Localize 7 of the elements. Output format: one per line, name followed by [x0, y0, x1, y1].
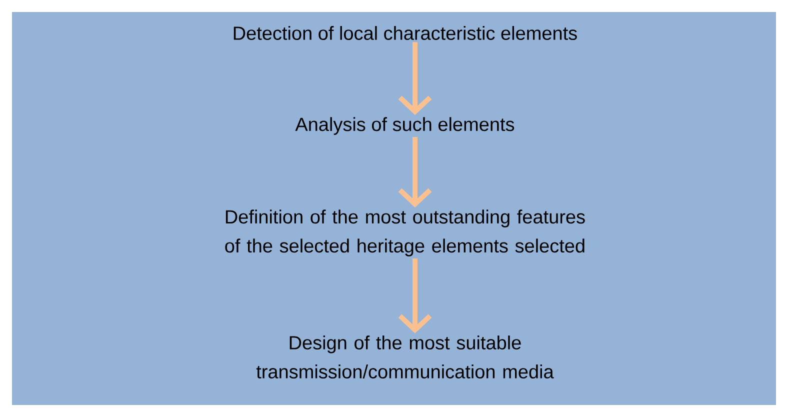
arrow [398, 42, 432, 115]
arrow [398, 258, 432, 334]
arrow [398, 137, 432, 208]
step-text: Analysis of such elements [295, 117, 514, 135]
step-text: Detection of local characteristic elements [234, 26, 577, 40]
step-text: Definition of the most outstanding features of the selected heritage elements selected [225, 210, 585, 256]
step-text: Design of the most suitable transmission/communication media [256, 336, 554, 378]
